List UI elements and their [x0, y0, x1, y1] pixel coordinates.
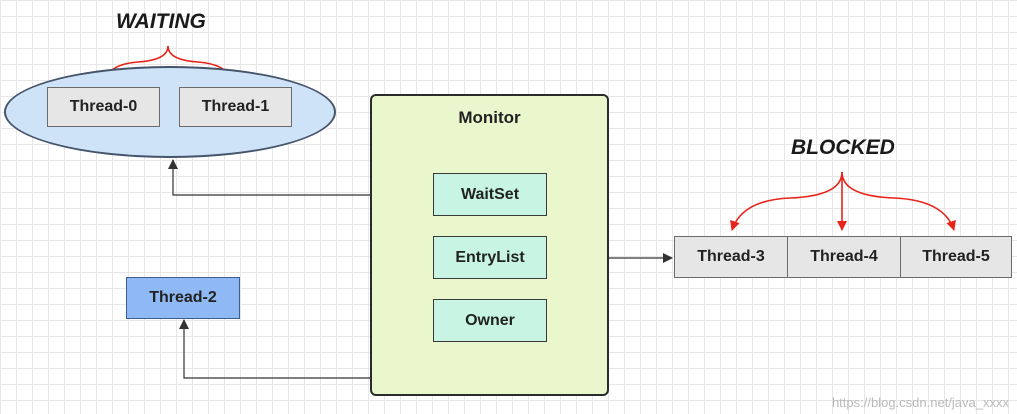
waitset-connector [168, 159, 433, 196]
thread-2-box: Thread-2 [126, 277, 240, 319]
thread-4-box: Thread-4 [787, 236, 901, 278]
thread-5-box: Thread-5 [900, 236, 1012, 278]
thread-3-box: Thread-3 [674, 236, 788, 278]
waiting-label: WAITING [116, 10, 206, 33]
waitset-box: WaitSet [433, 173, 547, 216]
blocked-label: BLOCKED [791, 136, 895, 159]
watermark: https://blog.csdn.net/java_xxxx [831, 395, 1009, 410]
thread-0-box: Thread-0 [47, 87, 160, 127]
thread-1-box: Thread-1 [179, 87, 292, 127]
owner-box: Owner [433, 299, 547, 342]
entrylist-box: EntryList [433, 236, 547, 279]
monitor-title: Monitor [458, 108, 521, 127]
blocked-fork-arrows [730, 171, 956, 231]
